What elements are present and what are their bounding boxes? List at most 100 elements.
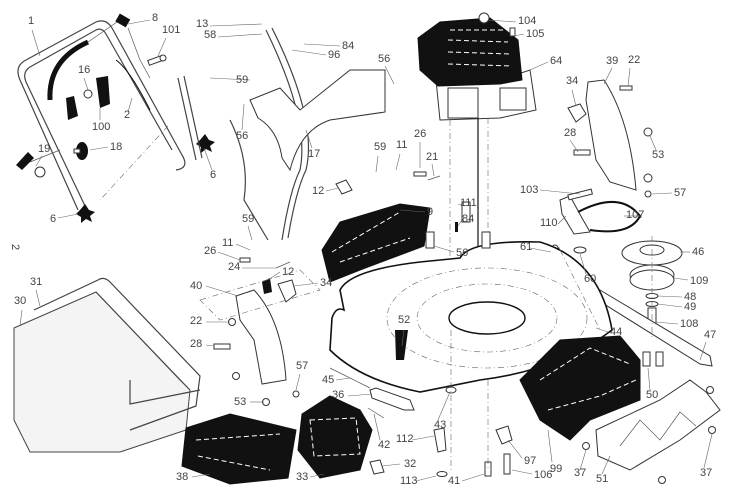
leader-line-84a	[303, 43, 341, 47]
part-callout-1: 1	[28, 15, 34, 27]
part-callout-57b: 57	[296, 360, 308, 372]
clip-12a-part	[335, 179, 353, 195]
leader-line-43	[437, 391, 451, 421]
leader-line-38	[191, 473, 211, 478]
knob-6a-part	[76, 204, 95, 223]
part-callout-113: 113	[400, 475, 418, 487]
leader-line-52	[401, 329, 405, 347]
leader-line-50	[647, 367, 651, 391]
part-callout-21: 21	[426, 151, 438, 163]
leader-line-110	[557, 215, 567, 225]
bolt-26a-part	[413, 171, 427, 177]
spring-24-part	[275, 261, 291, 269]
part-callout-22b: 22	[190, 315, 202, 327]
leader-line-105	[513, 33, 525, 37]
leader-line-21	[431, 163, 435, 177]
leader-line-51	[601, 455, 611, 475]
part-callout-64: 64	[550, 55, 562, 67]
leader-line-59b	[375, 155, 379, 173]
bolts-56c-part	[425, 231, 491, 249]
part-callout-97: 97	[524, 455, 536, 467]
leader-line-19	[35, 155, 43, 167]
leader-line-96	[291, 49, 327, 56]
leader-line-60	[579, 253, 587, 275]
leader-line-99	[547, 429, 553, 463]
leader-line-33	[309, 473, 325, 478]
knob-18-part	[73, 142, 88, 160]
part-callout-105: 105	[526, 28, 544, 40]
upper-handle-part	[177, 27, 310, 241]
part-callout-36: 36	[332, 389, 344, 401]
part-callout-111: 111	[460, 197, 477, 209]
part-callout-53b: 53	[234, 396, 246, 408]
part-callout-49: 49	[684, 301, 696, 313]
leader-line-12a	[325, 187, 339, 192]
part-callout-61: 61	[520, 241, 532, 253]
leader-line-36	[347, 393, 373, 397]
leader-line-26b	[217, 251, 241, 261]
leader-line-56b	[241, 103, 245, 131]
part-callout-41: 41	[448, 475, 460, 487]
bolt-101-part	[147, 54, 167, 66]
screw-37b1-part	[706, 386, 714, 394]
part-callout-9: 9	[427, 206, 433, 218]
washer-60-part	[573, 246, 587, 254]
leader-line-59a	[209, 77, 251, 81]
label-52-part	[395, 330, 408, 360]
spring-21-part	[427, 175, 441, 181]
leader-line-18	[89, 146, 109, 151]
leader-line-108	[655, 321, 679, 325]
rear-deflector-38-part	[181, 413, 297, 485]
part-callout-84a: 84	[342, 40, 354, 52]
leader-line-61	[529, 247, 552, 253]
leader-line-22a	[627, 67, 631, 87]
lower-handle-part	[17, 20, 186, 211]
part-callout-43: 43	[434, 419, 446, 431]
leader-line-47	[699, 341, 707, 361]
bolts-50-part	[642, 351, 664, 367]
part-callout-112: 112	[396, 433, 414, 445]
rear-flap-9-part	[321, 203, 431, 283]
leader-line-64	[529, 61, 549, 71]
part-callout-26a: 26	[414, 128, 426, 140]
part-callout-108: 108	[680, 318, 698, 330]
grass-bag-30-part	[13, 291, 191, 453]
leader-line-45	[335, 377, 351, 381]
part-callout-104: 104	[518, 15, 536, 27]
bolt-53b-left-part	[232, 372, 240, 380]
part-callout-34a: 34	[566, 75, 578, 87]
leader-line-28b	[205, 344, 215, 347]
bolt-26b-part	[239, 257, 251, 263]
leader-line-41	[461, 473, 485, 482]
part-callout-100: 100	[92, 121, 110, 133]
part-callout-40: 40	[190, 280, 202, 292]
part-callout-38: 38	[176, 471, 188, 483]
leader-line-103	[539, 189, 581, 195]
leader-line-111	[457, 203, 467, 207]
part-callout-30: 30	[14, 295, 26, 307]
leader-line-34a	[571, 89, 577, 107]
leader-line-106	[511, 469, 533, 475]
part-callout-37a: 37	[574, 467, 586, 479]
part-callout-12a: 12	[312, 185, 324, 197]
leader-line-13	[209, 23, 263, 27]
part-callout-31: 31	[30, 276, 42, 288]
part-callout-2: 2	[124, 109, 130, 121]
leader-line-109	[673, 277, 689, 281]
leader-line-9	[399, 209, 426, 213]
leader-line-84b	[457, 219, 463, 227]
leader-line-11a	[395, 153, 401, 171]
leader-line-11b	[235, 243, 251, 251]
part-callout-110: 110	[540, 217, 558, 229]
part-callout-103: 103	[520, 184, 538, 196]
knob-19-part	[16, 149, 61, 178]
bracket-112-part	[433, 427, 447, 453]
knob-6b-part	[196, 134, 215, 153]
part-callout-56b: 56	[236, 130, 248, 142]
part-callout-45: 45	[322, 374, 334, 386]
leader-line-39	[603, 67, 613, 85]
part-callout-56a: 56	[378, 53, 390, 65]
part-callout-28b: 28	[190, 338, 202, 350]
knob-34b-part	[277, 279, 297, 303]
